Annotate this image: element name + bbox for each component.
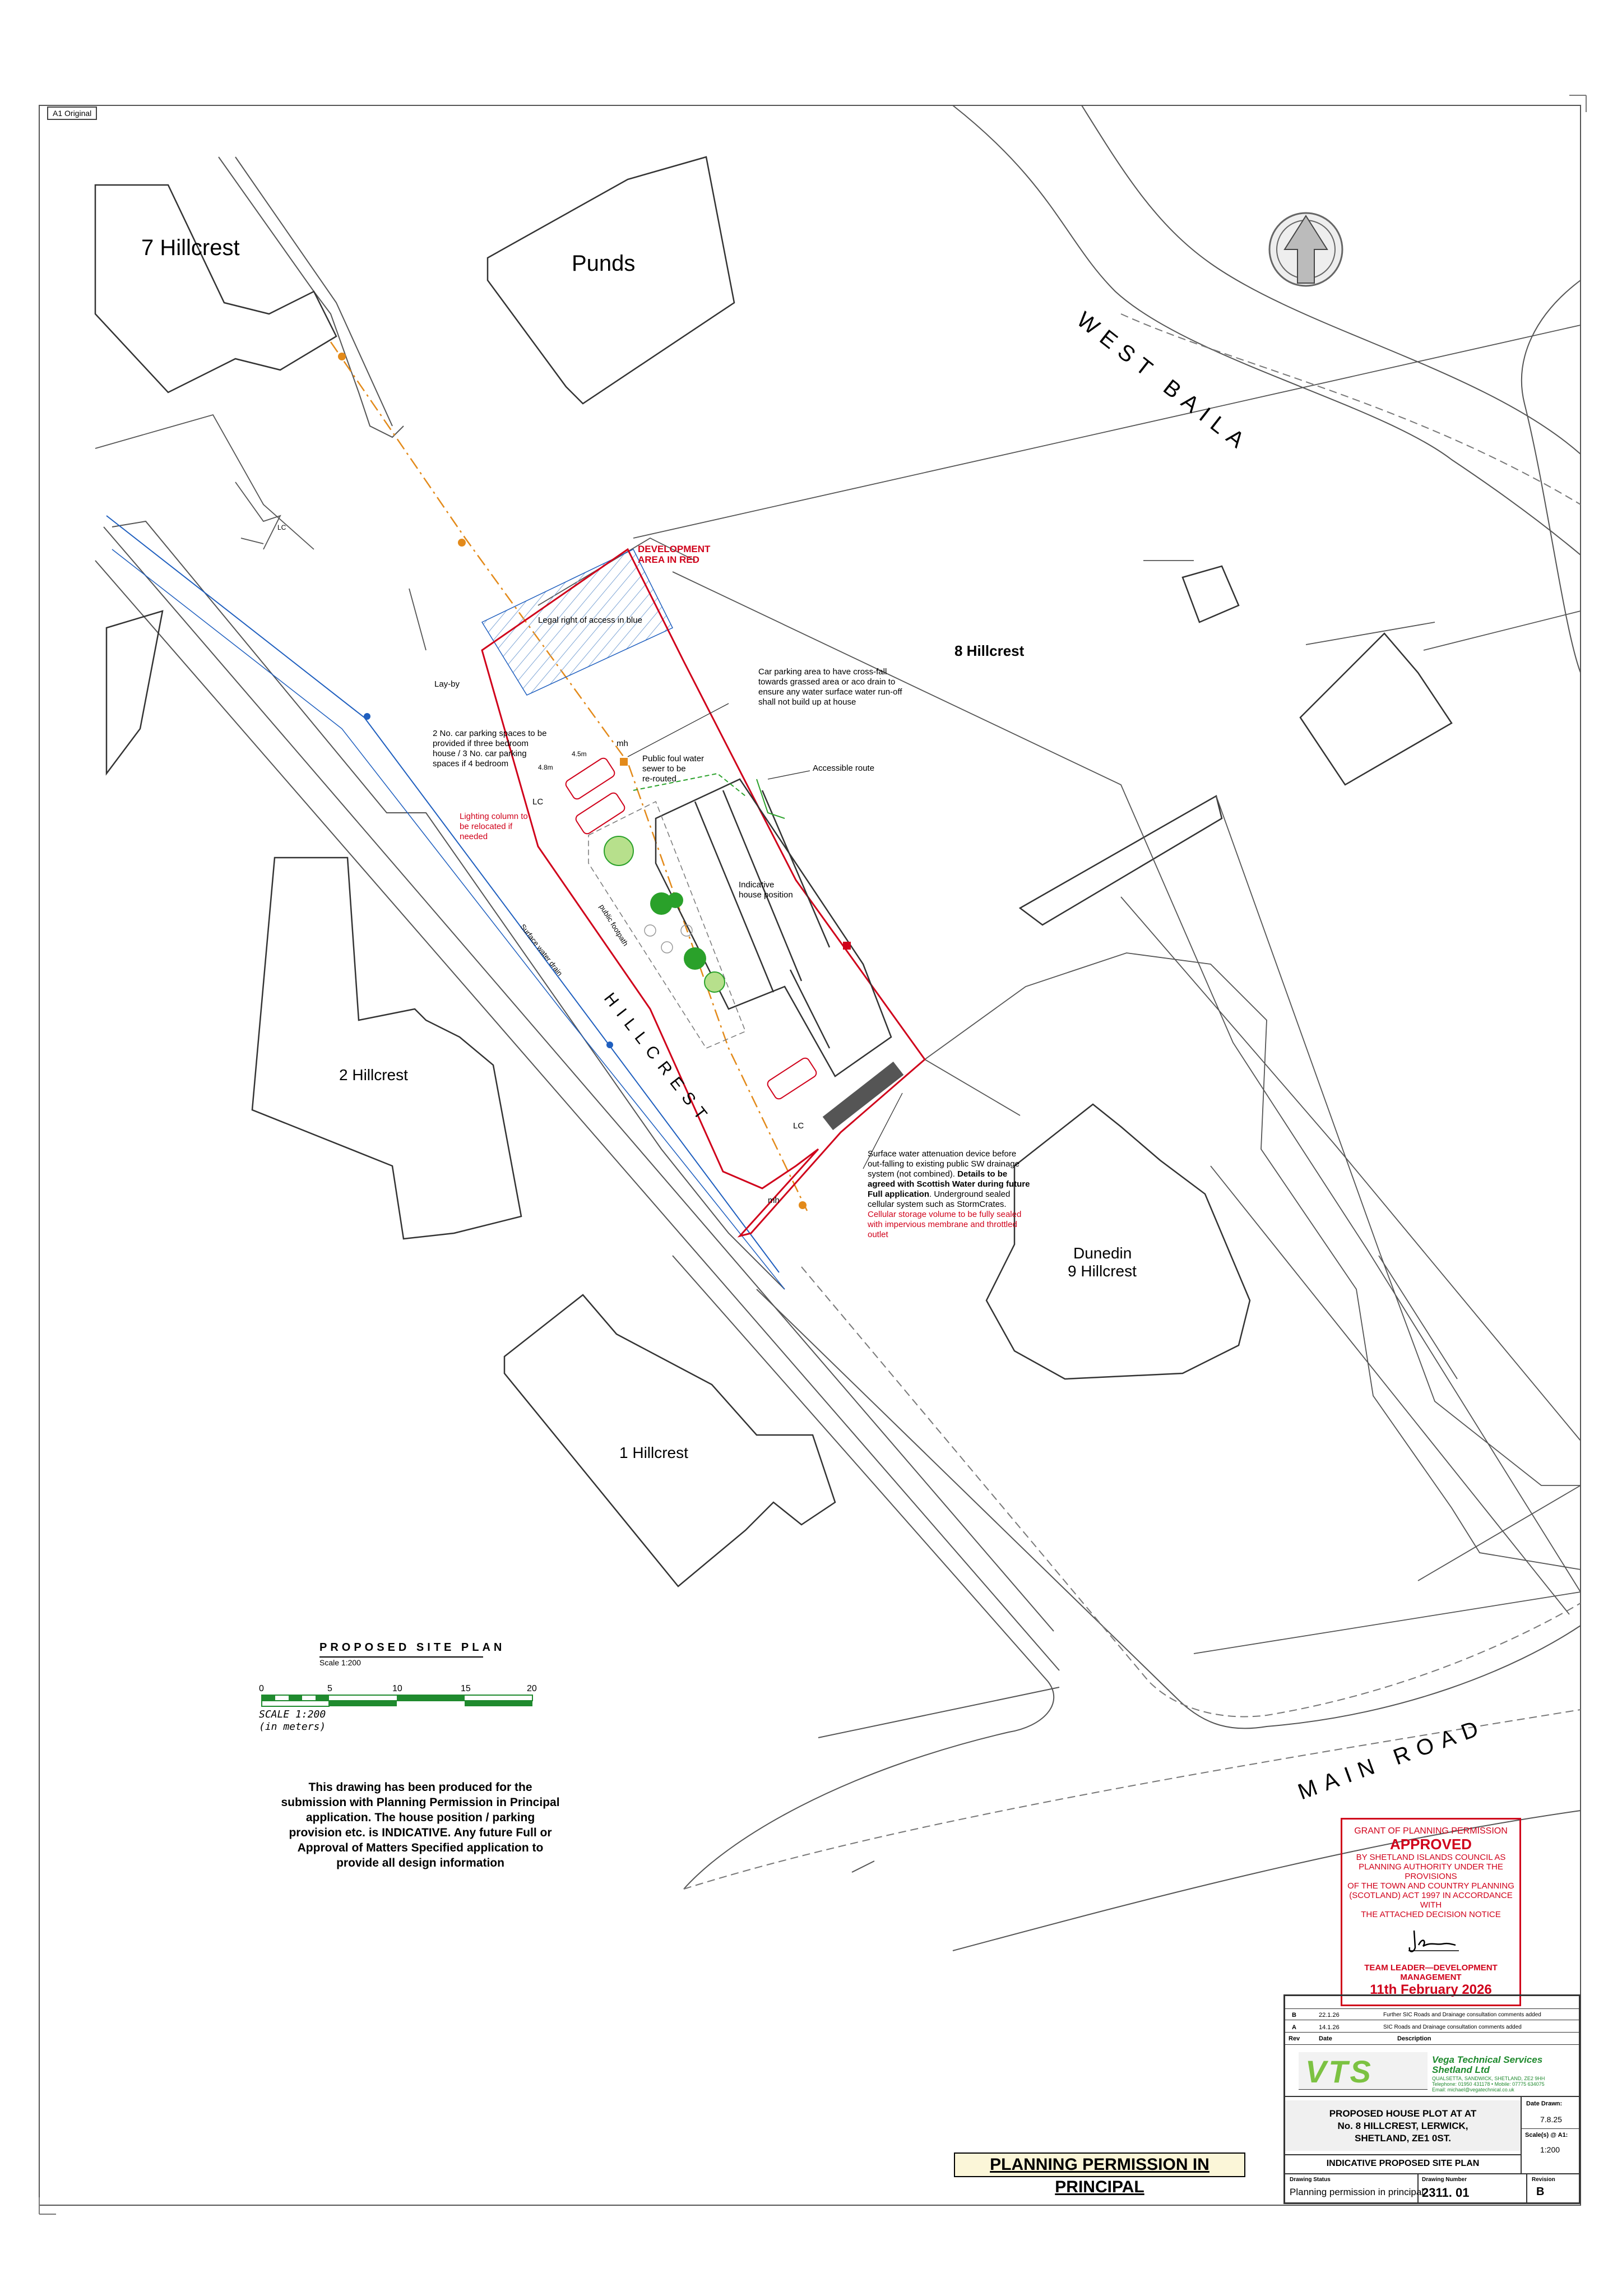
note-lc-2: LC <box>277 524 286 531</box>
note-accessible-route: Accessible route <box>813 763 875 773</box>
parking-spaces <box>565 757 817 1100</box>
number-value: 2311. 01 <box>1422 2186 1470 2200</box>
scale-subtitle: Scale 1:200 <box>319 1658 361 1667</box>
note-mh-top: mh <box>617 739 628 748</box>
scale-title: PROPOSED SITE PLAN <box>319 1641 506 1654</box>
foul-sewer-line <box>330 341 808 1211</box>
company-address: QUALSETTA, SANDWICK, SHETLAND, ZE2 9HH <box>1432 2076 1545 2081</box>
approval-stamp: GRANT OF PLANNING PERMISSION APPROVED BY… <box>1341 1818 1521 2006</box>
company-telephone: Telephone: 01950 431178 • Mobile: 07775 … <box>1432 2081 1545 2087</box>
scale-label: Scale(s) @ A1: <box>1525 2132 1568 2138</box>
rev-a-date: 14.1.26 <box>1319 2024 1340 2031</box>
drawing-frame <box>39 105 1581 2206</box>
title-block: B 22.1.26 Further SIC Roads and Drainage… <box>1283 1994 1581 2204</box>
scale-hand-1: SCALE 1:200 <box>259 1709 326 1720</box>
building-7-hillcrest <box>94 184 337 394</box>
rev-b-desc: Further SIC Roads and Drainage consultat… <box>1383 2012 1541 2018</box>
planning-permission-banner: PLANNING PERMISSION IN PRINCIPAL <box>954 2152 1245 2196</box>
label-2-hillcrest: 2 Hillcrest <box>339 1066 408 1084</box>
boundary-lines <box>95 325 1581 1654</box>
signature-mark <box>1408 1930 1459 1952</box>
note-legal-right: Legal right of access in blue <box>538 615 642 625</box>
scale-tick-20: 20 <box>527 1684 537 1693</box>
building-2-hillcrest <box>251 857 522 1240</box>
sheet-tag: A1 Original <box>47 107 98 120</box>
company-email: Email: michael@vegatechnical.co.uk <box>1432 2087 1514 2093</box>
development-boundary <box>481 548 926 1238</box>
scale-bar <box>261 1695 533 1707</box>
note-mh-bottom: mh <box>768 1196 780 1205</box>
road-lines <box>95 105 1581 1951</box>
rev-a-desc: SIC Roads and Drainage consultation comm… <box>1383 2024 1522 2030</box>
project-line-2: No. 8 HILLCREST, LERWICK, <box>1337 2121 1468 2131</box>
attenuation-crate <box>822 1061 904 1131</box>
label-punds: Punds <box>572 251 636 276</box>
company-name-1: Vega Technical Services <box>1432 2054 1543 2065</box>
note-attenuation: Surface water attenuation device before … <box>868 1149 1030 1239</box>
legal-access-hatch <box>481 549 674 696</box>
note-dim-45: 4.5m <box>572 750 587 758</box>
disclaimer-note: This drawing has been produced for the s… <box>281 1781 560 1869</box>
label-9-hillcrest: 9 Hillcrest <box>1068 1262 1137 1280</box>
revision-label: Revision <box>1532 2177 1555 2183</box>
trees <box>604 836 725 993</box>
label-7-hillcrest: 7 Hillcrest <box>141 235 240 260</box>
label-1-hillcrest: 1 Hillcrest <box>619 1444 688 1461</box>
rev-b-code: B <box>1292 2012 1296 2019</box>
building-dunedin <box>985 1103 1251 1380</box>
indicative-house <box>655 778 892 1077</box>
rev-b-date: 22.1.26 <box>1319 2012 1340 2019</box>
drawing-title: INDICATIVE PROPOSED SITE PLAN <box>1326 2159 1480 2168</box>
revision-value: B <box>1536 2186 1545 2198</box>
scale-tick-10: 10 <box>392 1684 402 1693</box>
note-dim-48: 4.8m <box>538 763 553 771</box>
note-lc-1: LC <box>532 797 544 807</box>
note-layby: Lay-by <box>434 679 460 689</box>
project-line-1: PROPOSED HOUSE PLOT AT AT <box>1329 2108 1477 2119</box>
accessible-route <box>756 779 785 819</box>
building-punds <box>486 156 735 405</box>
label-dunedin: Dunedin <box>1073 1244 1132 1262</box>
surface-water-drain <box>112 549 785 1290</box>
date-drawn-label: Date Drawn: <box>1526 2100 1563 2107</box>
hdr-desc: Description <box>1397 2035 1431 2042</box>
status-value: Planning permission in principal <box>1290 2187 1424 2197</box>
scale-tick-0: 0 <box>259 1684 264 1693</box>
hdr-date: Date <box>1319 2035 1332 2042</box>
date-drawn-value: 7.8.25 <box>1540 2115 1562 2124</box>
scale-value: 1:200 <box>1540 2145 1560 2154</box>
scale-hand-2: (in meters) <box>259 1721 326 1733</box>
scale-tick-5: 5 <box>327 1684 332 1693</box>
status-label: Drawing Status <box>1290 2177 1331 2183</box>
number-label: Drawing Number <box>1422 2177 1467 2183</box>
rev-a-code: A <box>1292 2024 1296 2031</box>
note-lc-3: LC <box>793 1121 804 1131</box>
hdr-rev: Rev <box>1289 2035 1300 2042</box>
company-name-2: Shetland Ltd <box>1432 2064 1490 2075</box>
hillcrest-road-centre <box>112 156 785 1290</box>
north-arrow-icon <box>1268 212 1343 287</box>
building-1-hillcrest <box>503 1294 836 1587</box>
company-logo: VTS <box>1305 2054 1373 2089</box>
road-dashed-lines <box>683 313 1581 1890</box>
scale-tick-15: 15 <box>461 1684 471 1693</box>
building-outlines <box>94 156 1453 1587</box>
label-8-hillcrest: 8 Hillcrest <box>954 642 1025 659</box>
building-8-hillcrest-north <box>1299 632 1453 786</box>
project-line-3: SHETLAND, ZE1 0ST. <box>1355 2133 1451 2144</box>
garden-area <box>588 800 746 1049</box>
